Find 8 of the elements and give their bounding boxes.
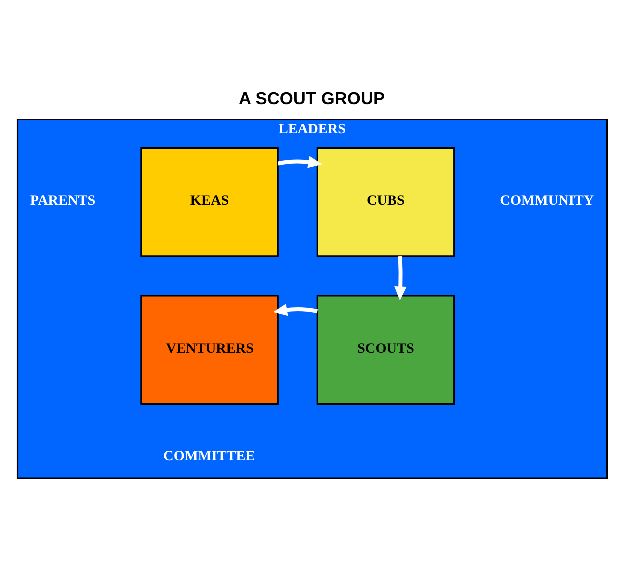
node-box: KEAS xyxy=(140,146,279,257)
arrow xyxy=(273,303,318,316)
arrow xyxy=(278,156,322,168)
node-box: CUBS xyxy=(316,146,456,257)
arrow xyxy=(394,256,407,300)
node-box: SCOUTS xyxy=(316,294,456,405)
node-box: VENTURERS xyxy=(140,294,279,405)
diagram-title: A SCOUT GROUP xyxy=(239,88,386,108)
